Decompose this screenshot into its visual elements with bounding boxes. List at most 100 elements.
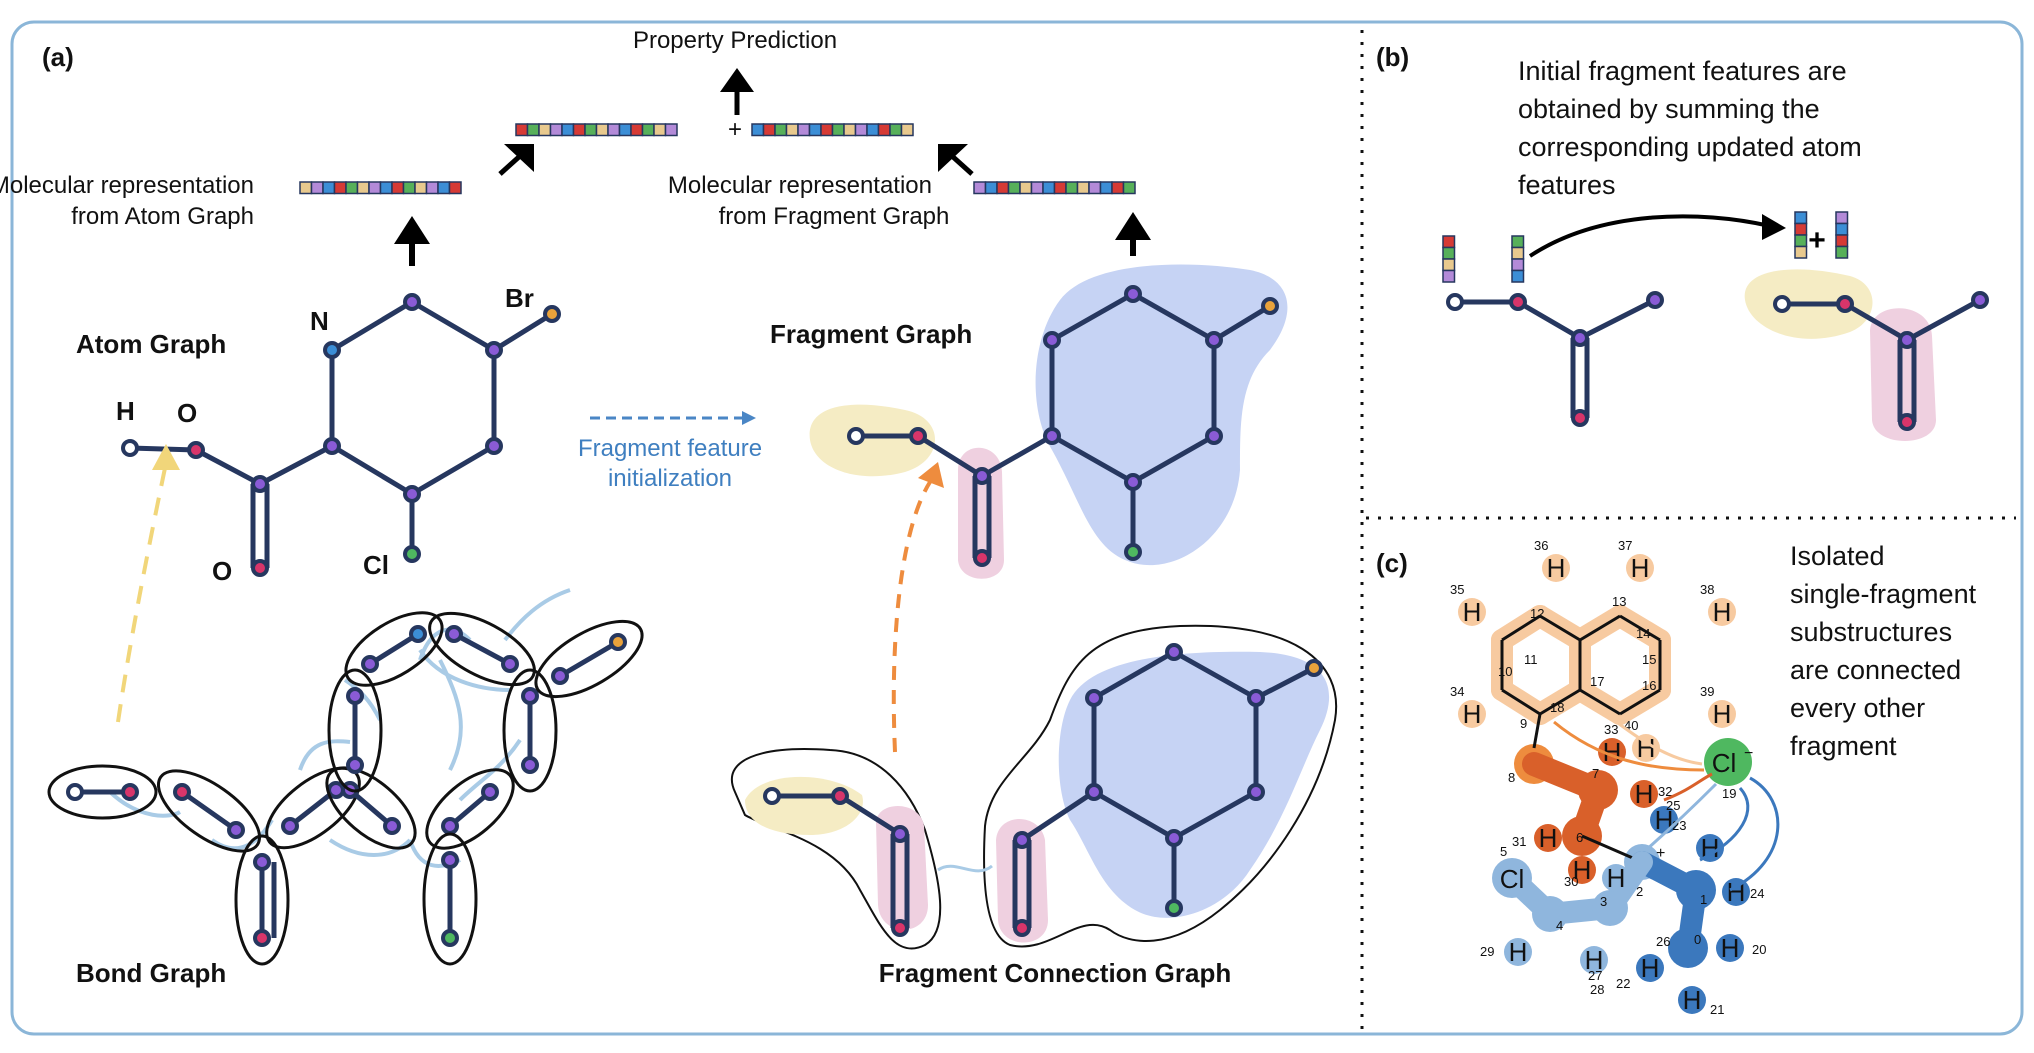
hydrogen-label: H xyxy=(1585,945,1604,975)
panel-b-tag: (b) xyxy=(1376,42,1409,72)
feature-cell xyxy=(1835,211,1849,225)
atom-node xyxy=(1247,689,1265,707)
atom-graph-title: Atom Graph xyxy=(76,329,226,359)
hydrogen-label: H xyxy=(1683,985,1702,1015)
bond-line xyxy=(1172,649,1258,701)
feature-cell xyxy=(402,181,416,195)
panel-b-arrow xyxy=(1528,214,1771,258)
feature-cell xyxy=(785,123,799,137)
atom-number: 39 xyxy=(1700,684,1714,699)
atom-label-n: N xyxy=(310,306,329,336)
bond-line xyxy=(452,631,512,667)
atom-node xyxy=(1261,297,1279,315)
atom-node xyxy=(763,787,781,805)
nitrogen-charge: + xyxy=(1656,845,1665,862)
atom-node xyxy=(1124,543,1142,561)
atom-number: 3 xyxy=(1600,894,1607,909)
bond-graph-edge xyxy=(328,838,412,857)
fragment-graph-title: Fragment Graph xyxy=(770,319,972,349)
bond-ellipse xyxy=(344,611,444,687)
atom-node xyxy=(1124,285,1142,303)
feature-cell xyxy=(900,123,914,137)
feature-cell xyxy=(425,181,439,195)
hydrogen-label: H xyxy=(1463,699,1482,729)
feature-cell xyxy=(984,181,998,195)
bond-line xyxy=(1092,649,1176,701)
atom-node xyxy=(1043,331,1061,349)
bond-line xyxy=(330,443,414,497)
atom-node xyxy=(609,633,627,651)
hydrogen-highlight xyxy=(1626,554,1654,582)
bond-graph-edge xyxy=(503,588,571,642)
bond-ellipse xyxy=(534,619,644,699)
atom-label-h: H xyxy=(116,396,135,426)
panel-b-text-3: corresponding updated atom xyxy=(1518,132,1862,162)
feature-cell xyxy=(889,123,903,137)
atom-node xyxy=(1773,295,1791,313)
mol-rep-frag-label-2: from Fragment Graph xyxy=(719,203,950,230)
fragment-connection-arrow xyxy=(1699,786,1750,862)
bond-line xyxy=(1092,789,1176,841)
atom-node xyxy=(521,687,539,705)
feature-cell xyxy=(1019,181,1033,195)
hydrogen-highlight xyxy=(1632,734,1660,762)
bond-line xyxy=(1131,291,1216,343)
atom-number: 24 xyxy=(1750,886,1764,901)
atom-node xyxy=(1085,783,1103,801)
atom-number: 6 xyxy=(1576,830,1583,845)
feature-cell xyxy=(618,123,632,137)
fragment-blob-yellow xyxy=(809,404,935,477)
chloride-label: Cl xyxy=(1712,748,1737,778)
feature-cell xyxy=(1794,245,1808,259)
mol-rep-atom-label-2: from Atom Graph xyxy=(71,203,254,230)
feature-cell xyxy=(866,123,880,137)
atom-number: 22 xyxy=(1616,976,1630,991)
atom-number: 28 xyxy=(1590,982,1604,997)
carbon-highlight xyxy=(1532,896,1568,932)
hydrogen-label: H xyxy=(1509,937,1528,967)
fragment-blob-blue xyxy=(1035,264,1288,566)
feature-cell xyxy=(820,123,834,137)
atom-number: 0 xyxy=(1694,932,1701,947)
feature-cell xyxy=(1030,181,1044,195)
panel-c-text-2: single-fragment xyxy=(1790,579,1977,609)
bond-graph-edge xyxy=(343,678,382,721)
atom-node xyxy=(323,341,341,359)
bond-ellipse xyxy=(422,832,478,966)
feature-cell xyxy=(448,181,462,195)
feature-cell xyxy=(1442,269,1456,283)
feature-cell xyxy=(549,123,563,137)
bond-line xyxy=(1905,297,1982,343)
hydrogen-label: H xyxy=(1721,933,1740,963)
atom-node xyxy=(323,437,341,455)
mol-rep-vector-combined-atom xyxy=(515,123,678,137)
atom-node xyxy=(441,851,459,869)
panel-c-text-4: are connected xyxy=(1790,655,1961,685)
atom-number: 14 xyxy=(1636,626,1650,641)
bond-line xyxy=(1532,713,1542,749)
feature-cell xyxy=(1794,234,1808,248)
fragment-connection-arrow xyxy=(1613,718,1703,766)
bond-ellipse xyxy=(234,834,290,966)
feature-cell xyxy=(664,123,678,137)
feature-cell xyxy=(538,123,552,137)
bond-line xyxy=(1050,291,1135,343)
chloride-ion xyxy=(1704,738,1752,786)
atom-node xyxy=(361,655,379,673)
panel-b-text-1: Initial fragment features are xyxy=(1518,56,1847,86)
bond-graph-title: Bond Graph xyxy=(76,958,226,988)
atom-node xyxy=(551,667,569,685)
atom-node xyxy=(441,817,459,835)
atom-node xyxy=(253,929,271,947)
arrow-frag-rep-to-combined xyxy=(938,144,974,176)
feature-cell xyxy=(310,181,324,195)
feature-cell xyxy=(762,123,776,137)
bond-ellipse xyxy=(502,668,558,793)
bond-ellipse xyxy=(428,611,536,687)
feature-cell xyxy=(1042,181,1056,195)
hydrogen-label: H xyxy=(1547,553,1566,583)
bond-line xyxy=(368,631,420,667)
atom-number: 1 xyxy=(1700,892,1707,907)
